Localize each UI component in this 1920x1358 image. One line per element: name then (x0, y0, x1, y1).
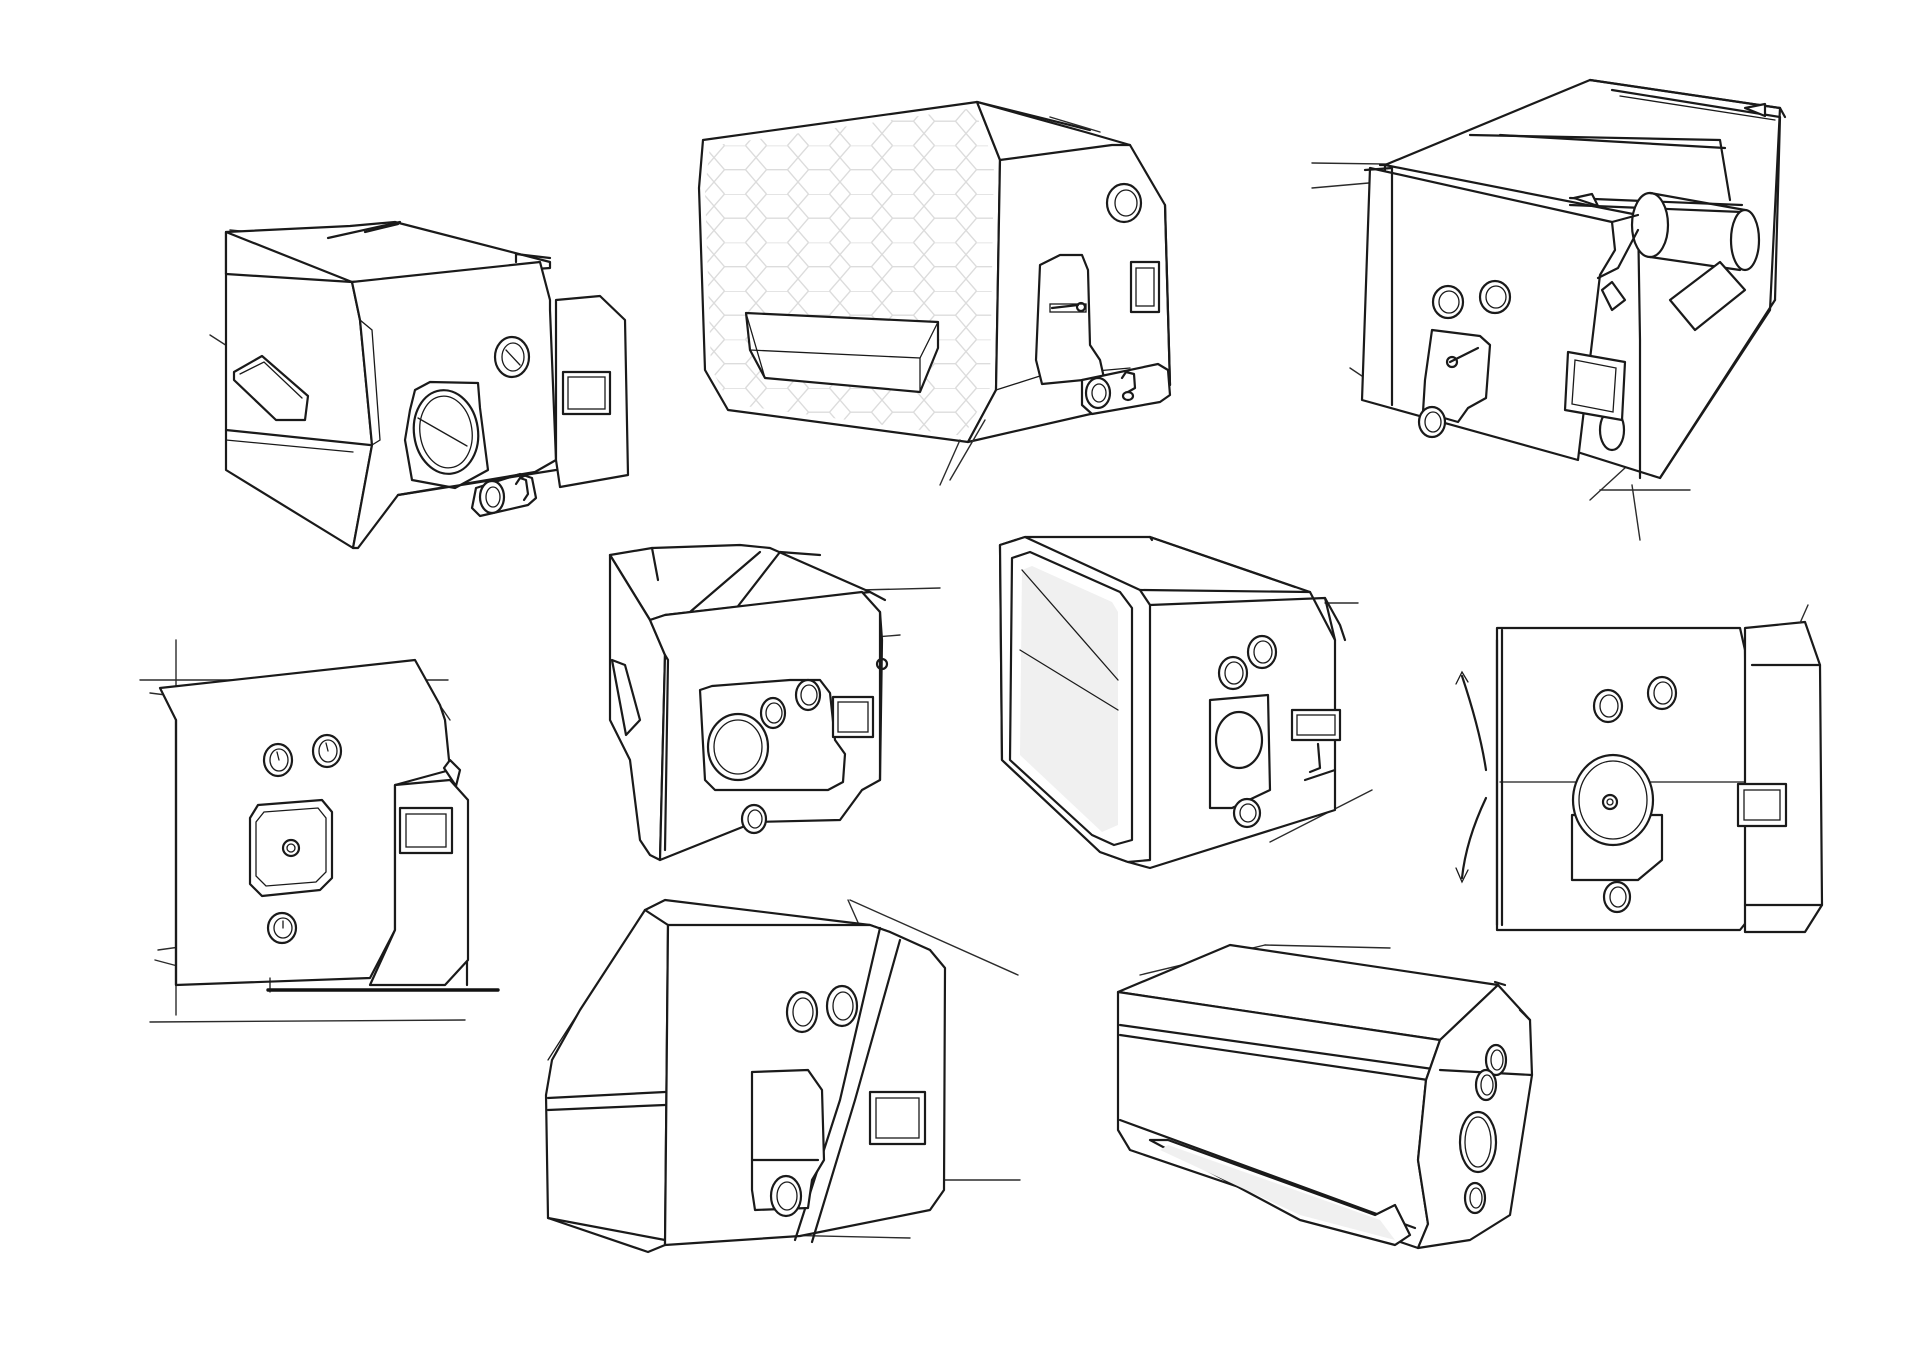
gauge-icon (1431, 284, 1465, 320)
side-handle-icon (232, 354, 310, 422)
gauge-icon (1478, 279, 1512, 315)
roller-icon (1630, 191, 1761, 272)
display-panel-icon (868, 1090, 927, 1146)
gauge-icon (1232, 797, 1262, 829)
unit-middle-center (608, 543, 941, 862)
rotation-arrow-icon (1455, 670, 1488, 884)
viewport-window-icon (403, 380, 490, 490)
gauge-icon (1592, 688, 1624, 724)
gauge-icon (1417, 405, 1447, 439)
display-panel-icon (561, 370, 612, 416)
viewport-window-icon (1458, 1110, 1498, 1174)
lever-panel-icon (1034, 253, 1106, 386)
unit-bottom-right (1116, 943, 1534, 1250)
gauge-icon (1602, 880, 1632, 914)
gauge-icon (1484, 1043, 1508, 1077)
hexagon-pattern-panel (697, 100, 1002, 444)
rotary-knob-icon (1570, 753, 1664, 882)
gauge-icon (493, 335, 531, 379)
gauge-icon (1463, 1181, 1487, 1215)
viewport-window-icon (1214, 710, 1264, 770)
gauge-icon (266, 911, 298, 945)
display-panel-icon (398, 806, 454, 855)
unit-middle-right-center (998, 535, 1373, 870)
gauge-icon (1246, 634, 1278, 670)
unit-bottom-left (544, 898, 1021, 1254)
gauge-icon (311, 733, 343, 769)
display-panel-icon (1563, 350, 1627, 422)
handle-icon (744, 311, 940, 394)
lever-panel-icon (1421, 328, 1492, 424)
gauge-icon (262, 742, 294, 778)
gauge-icon (1217, 655, 1249, 691)
gauge-icon (1474, 1068, 1498, 1102)
display-panel-icon (1129, 260, 1161, 314)
unit-top-center (697, 100, 1172, 486)
display-panel-icon (831, 695, 875, 739)
display-panel-icon (1290, 708, 1342, 742)
unit-middle-left (139, 639, 500, 1023)
center-plate-icon (248, 798, 334, 898)
gauge-icon (740, 803, 768, 835)
valve-icon (470, 472, 538, 518)
gauge-icon (825, 984, 859, 1028)
gauge-icon (1105, 182, 1143, 224)
gauge-icon (794, 678, 822, 712)
gauge-icon (1646, 675, 1678, 711)
lever-panel-icon (750, 1068, 826, 1212)
unit-top-left (209, 220, 630, 550)
gauge-icon (769, 1174, 803, 1218)
gauge-icon (759, 696, 787, 730)
unit-top-right (1311, 78, 1787, 541)
unit-middle-right (1455, 604, 1824, 934)
gauge-icon (785, 990, 819, 1034)
display-panel-icon (1736, 782, 1788, 828)
valve-icon (1080, 362, 1172, 416)
viewport-window-icon (706, 712, 770, 782)
